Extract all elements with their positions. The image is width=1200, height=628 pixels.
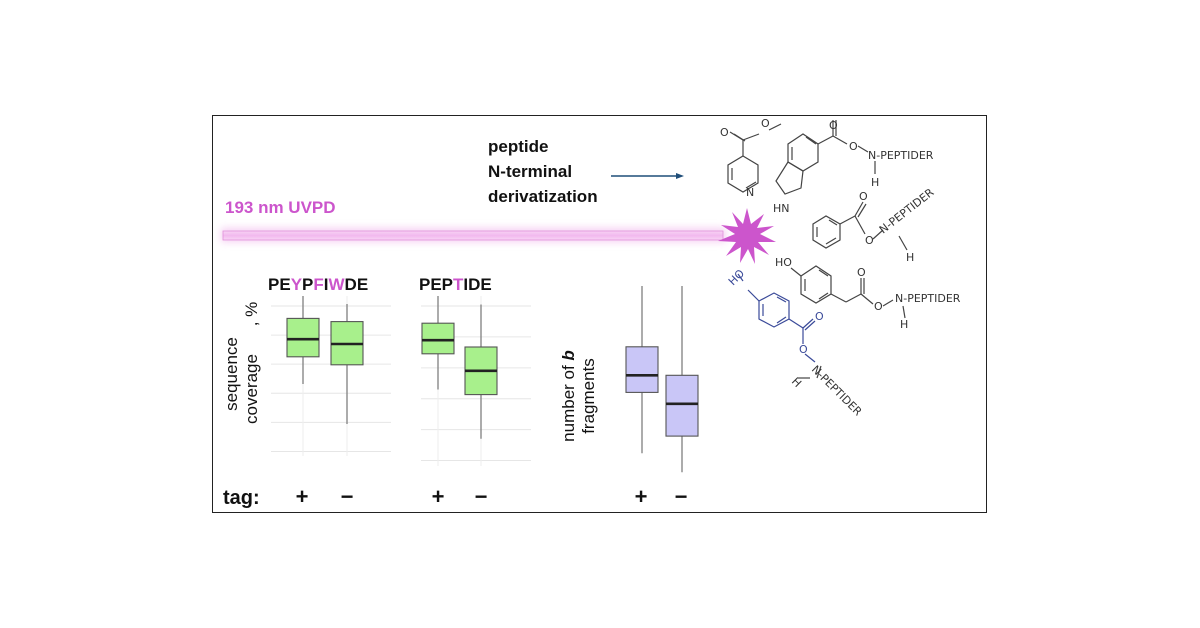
fragments-axis-label: number of b fragments <box>559 350 598 442</box>
hydroxybenzoyl-structure <box>737 273 816 363</box>
sequence-letter: DE <box>345 275 369 294</box>
box-plot-panel <box>421 296 531 466</box>
chem-o-9: O <box>815 310 824 323</box>
chem-h-2: H <box>906 251 914 264</box>
box-body <box>625 346 659 393</box>
chem-o-1: O <box>761 117 770 130</box>
chem-peptide-4: N-PEPTIDER <box>809 363 865 419</box>
tag-plus: + <box>296 484 309 509</box>
box-plot-box <box>330 304 364 424</box>
chem-o-10: O <box>799 343 808 356</box>
chem-o-7: O <box>857 266 866 279</box>
sequence-letter: T <box>453 275 464 294</box>
chem-peptide-1: N-PEPTIDER <box>868 149 934 162</box>
chem-o-2: O <box>720 126 729 139</box>
chem-o-3: O <box>829 119 838 132</box>
tag-minus: − <box>675 484 688 509</box>
tag-minus: − <box>341 484 354 509</box>
coverage-label-line1: sequence <box>222 337 241 411</box>
chem-o-8: O <box>874 300 883 313</box>
chem-peptide-2: N-PEPTIDER <box>877 186 937 237</box>
chemistry-labels-bottom: N-PEPTIDER H <box>789 363 865 419</box>
tag-plus: + <box>635 484 648 509</box>
sequence-letter: PEP <box>419 275 453 294</box>
tag-signs: + − + − + − <box>296 484 688 509</box>
box-plot-box <box>665 286 699 473</box>
annotation-line2: N-terminal <box>488 162 572 181</box>
chem-h-4: H <box>789 375 804 390</box>
coverage-label-line2: coverage <box>242 354 261 424</box>
uvpd-starburst <box>718 208 776 264</box>
tag-plus: + <box>432 484 445 509</box>
chem-ho-2: HO <box>726 267 747 288</box>
box-plot-panel <box>625 286 699 473</box>
sequence-letter: Y <box>291 275 303 294</box>
sequence-letter: I <box>324 275 329 294</box>
chem-n-pyridine: N <box>746 186 754 199</box>
sequence-letter: IDE <box>463 275 491 294</box>
coverage-axis-label: sequence coverage , % <box>222 302 261 424</box>
tag-minus: − <box>475 484 488 509</box>
annotation-line3: derivatization <box>488 187 598 206</box>
annotation-arrow <box>611 173 684 179</box>
chem-peptide-3: N-PEPTIDER <box>895 292 961 305</box>
box-plot-panel <box>271 296 391 456</box>
sequence-peypfiwde: PEYPFIWDE <box>268 275 368 294</box>
chem-h-1: H <box>871 176 879 189</box>
nicotinate-structure <box>727 123 782 193</box>
indole-structure <box>775 120 876 195</box>
chem-o-4: O <box>849 140 858 153</box>
chem-ho-1: HO <box>775 256 792 269</box>
laser-beam <box>221 228 726 242</box>
box-plots <box>271 286 699 473</box>
box-body <box>665 374 699 437</box>
chem-o-5: O <box>859 190 868 203</box>
chem-h-3: H <box>900 318 908 331</box>
box-plot-box <box>625 286 659 454</box>
annotation-line1: peptide <box>488 137 548 156</box>
sequence-letter: P <box>302 275 313 294</box>
box-plot-box <box>421 296 455 390</box>
chem-hn: HN <box>773 202 790 215</box>
box-plot-box <box>286 296 320 384</box>
laser-label: 193 nm UVPD <box>225 198 336 217</box>
sequence-letter: PE <box>268 275 291 294</box>
coverage-label-unit: , % <box>242 302 261 327</box>
fragments-label-line2: fragments <box>579 358 598 434</box>
figure-canvas: peptide N-terminal derivatization 193 nm… <box>221 117 961 509</box>
figure-frame: peptide N-terminal derivatization 193 nm… <box>212 115 987 513</box>
sequence-letter: F <box>313 275 323 294</box>
sequence-letter: W <box>329 275 346 294</box>
hydroxyphenylacetyl-structure <box>790 265 906 319</box>
benzoyl-structure <box>812 201 908 251</box>
chemistry-labels-blue: HO O O <box>726 267 824 356</box>
chemical-structures <box>727 120 908 379</box>
fragments-label-line1: number of b <box>559 350 578 442</box>
tag-label: tag: <box>223 487 260 509</box>
box-plot-box <box>464 304 498 439</box>
box-body <box>421 322 455 355</box>
sequence-peptide: PEPTIDE <box>419 275 492 294</box>
box-body <box>286 317 320 358</box>
chem-o-6: O <box>865 234 874 247</box>
